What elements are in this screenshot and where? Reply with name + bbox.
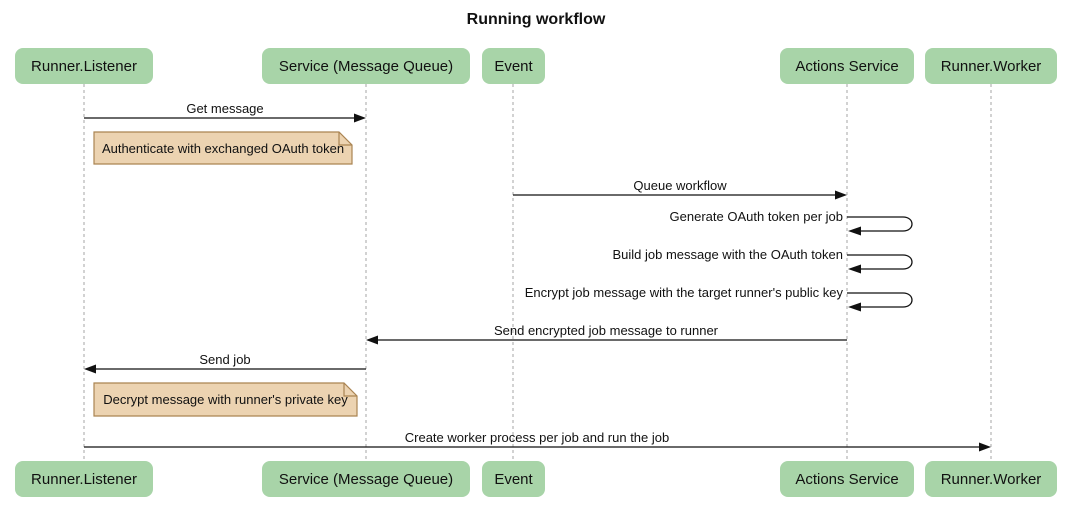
selfloop-build-job-message [847,254,913,270]
message-label-queue-workflow: Queue workflow [633,178,727,193]
selfloop-encrypt-job-message [847,292,913,308]
message-label-create-worker-process: Create worker process per job and run th… [404,430,670,445]
message-label-encrypt-job-message: Encrypt job message with the target runn… [524,285,843,300]
participant-bottom-event: Event [482,461,545,497]
participant-label: Runner.Worker [940,57,1042,75]
message-label-build-job-message: Build job message with the OAuth token [612,247,843,262]
arrowhead-build-job-message [848,264,861,274]
message-label-send-encrypted-job-message: Send encrypted job message to runner [493,323,719,338]
arrowhead-create-worker-process [979,442,991,452]
participant-bottom-runner-listener: Runner.Listener [15,461,153,497]
arrowhead-send-encrypted-job-message [366,335,378,345]
note-fold-decrypt [343,383,357,397]
selfloop-generate-oauth-token [847,216,913,232]
participant-bottom-service-message-queue: Service (Message Queue) [262,461,470,497]
participant-top-actions-service: Actions Service [780,48,914,84]
participant-label: Event [494,57,533,75]
arrowhead-send-job [84,364,96,374]
note-decrypt-private-key: Decrypt message with runner's private ke… [103,392,348,407]
participant-top-event: Event [482,48,545,84]
participant-label: Service (Message Queue) [278,470,454,488]
participant-label: Event [494,470,533,488]
note-fold-authenticate [338,132,352,146]
note-shape-decrypt [93,382,358,417]
arrowhead-get-message [354,113,366,123]
arrowhead-queue-workflow [835,190,847,200]
arrowhead-generate-oauth-token [848,226,861,236]
participant-label: Service (Message Queue) [278,57,454,75]
participant-label: Runner.Worker [940,470,1042,488]
note-shape-authenticate [93,131,353,165]
diagram-title: Running workflow [466,11,606,28]
participant-top-service-message-queue: Service (Message Queue) [262,48,470,84]
message-label-generate-oauth-token: Generate OAuth token per job [669,209,843,224]
participant-label: Actions Service [795,470,899,488]
participant-top-runner-worker: Runner.Worker [925,48,1057,84]
participant-label: Runner.Listener [31,470,137,488]
participant-bottom-actions-service: Actions Service [780,461,914,497]
participant-bottom-runner-worker: Runner.Worker [925,461,1057,497]
participant-top-runner-listener: Runner.Listener [15,48,153,84]
participant-label: Actions Service [795,57,899,75]
arrowhead-encrypt-job-message [848,302,861,312]
message-label-send-job: Send job [199,352,251,367]
message-label-get-message: Get message [186,101,264,116]
note-authenticate-oauth: Authenticate with exchanged OAuth token [101,140,345,156]
participant-label: Runner.Listener [31,57,137,75]
